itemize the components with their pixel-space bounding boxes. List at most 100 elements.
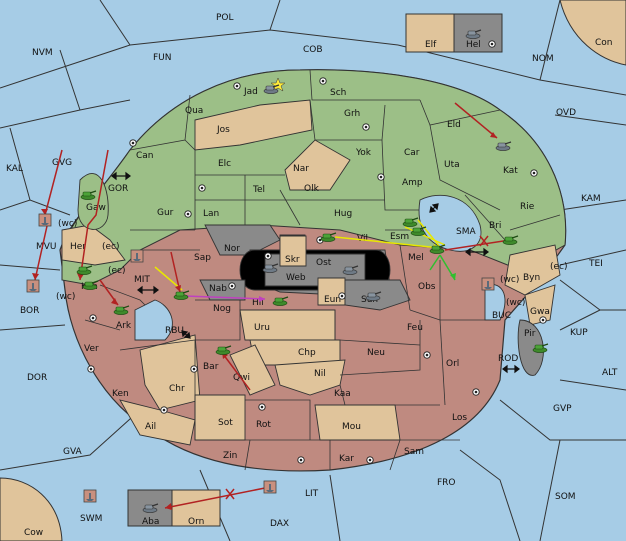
sea-labels: POL FUN COB NVM NOM OVD KAL GVG KAM TEI … — [6, 13, 618, 529]
territory-shapes — [61, 99, 561, 446]
territory-label: Olk — [304, 184, 320, 194]
sea-label: MIT — [134, 275, 150, 285]
territory-label: Cow — [24, 528, 43, 538]
coast-label: (wc) — [58, 219, 77, 229]
territory-label: Jos — [216, 125, 230, 135]
sea-label: GVG — [52, 158, 72, 168]
sea-label: NOM — [532, 54, 554, 64]
sea-label: POL — [216, 13, 234, 23]
territory-label: Gaw — [86, 203, 106, 213]
territory-label: Pir — [524, 329, 536, 339]
territory-label: Sap — [194, 253, 211, 263]
territory-label: Sch — [330, 88, 346, 98]
sea-label: TEI — [588, 259, 603, 269]
territory-label: Obs — [418, 282, 436, 292]
territory-label: Elf — [425, 40, 437, 50]
territory-label: Amp — [402, 178, 423, 188]
coast-label: (wc) — [500, 275, 519, 285]
territory-label: Car — [404, 148, 420, 158]
territory-label: Mel — [408, 253, 424, 263]
territory-label: Chr — [169, 384, 185, 394]
coast-label: (wc) — [506, 298, 525, 308]
sea-label: OVD — [556, 108, 576, 118]
sea-label: BOR — [20, 306, 39, 316]
sea-label: SWM — [80, 514, 102, 524]
coast-label: (wc) — [56, 292, 75, 302]
territory-label: Aba — [142, 517, 159, 527]
sea-label: GOR — [108, 184, 128, 194]
territory-label: Nil — [314, 369, 326, 379]
territory-label: Vil — [357, 234, 368, 244]
territory-label: Ver — [84, 344, 99, 354]
territory-label: Gwa — [530, 307, 550, 317]
sea-label: BUC — [492, 311, 511, 321]
territory-label: Neu — [367, 348, 385, 358]
sea-label: ALT — [602, 368, 618, 378]
territory-label: Kat — [503, 166, 518, 176]
territory-label: Sot — [218, 418, 233, 428]
sea-label: KAL — [6, 164, 23, 174]
territory-label: Rot — [256, 420, 271, 430]
sea-label: DAX — [270, 519, 289, 529]
sea-label: SOM — [555, 492, 576, 502]
territory-label: Jad — [243, 87, 258, 97]
territory-label: Rie — [520, 202, 535, 212]
territory-label: Bri — [489, 221, 501, 231]
territory-label: Ark — [116, 321, 132, 331]
territory-label: Elc — [218, 159, 231, 169]
territory-label: Nab — [209, 284, 227, 294]
territory-label: Feu — [407, 323, 423, 333]
territory-label: Orl — [446, 359, 459, 369]
territory-label: Gur — [157, 208, 174, 218]
territory-label: Yok — [355, 148, 372, 158]
sea-label: NVM — [32, 48, 53, 58]
territory-label: Byn — [523, 273, 540, 283]
coast-labels: (wc) (ec) (ec) (wc) (wc) (ec) (wc) — [56, 219, 568, 308]
strait-arrows — [111, 171, 520, 374]
territory-label: Sam — [404, 447, 424, 457]
sea-label: COB — [303, 45, 323, 55]
territory-label: Con — [595, 38, 613, 48]
territory-label: Skr — [285, 255, 300, 265]
territory-label: Hil — [252, 298, 264, 308]
territory-label: Hel — [466, 40, 481, 50]
territory-label: Nar — [293, 164, 309, 174]
sea-label: ROD — [498, 354, 518, 364]
sea-label: FRO — [437, 478, 456, 488]
coast-label: (ec) — [550, 262, 568, 272]
territory-label: Eun — [324, 295, 341, 305]
territory-label: Grh — [344, 109, 360, 119]
territory-label: Ken — [112, 389, 129, 399]
territory-label: Zin — [223, 451, 237, 461]
sea-label: GVP — [553, 404, 572, 414]
sea-label: FUN — [153, 53, 172, 63]
sea-label: KAM — [581, 194, 601, 204]
territory-label: Tel — [252, 185, 265, 195]
sea-label: KUP — [570, 328, 588, 338]
territory-label: Ost — [316, 258, 332, 268]
territory-label: Los — [452, 413, 467, 423]
sea-label: MVU — [36, 242, 57, 252]
territory-label: Web — [286, 273, 306, 283]
coast-label: (ec) — [102, 242, 120, 252]
territory-label: Esm — [390, 232, 409, 242]
sea-label: GVA — [63, 447, 83, 457]
star-icon — [270, 77, 286, 92]
coast-label: (ec) — [108, 266, 126, 276]
territory-label: Kar — [339, 454, 354, 464]
territory-label: Chp — [298, 348, 316, 358]
sea-label: RBU — [165, 326, 184, 336]
territory-label: Mou — [342, 422, 361, 432]
territory-label: Uta — [444, 160, 460, 170]
sea-label: DOR — [27, 373, 47, 383]
territory-label: Lan — [203, 209, 219, 219]
territory-label: Orn — [188, 517, 204, 527]
territory-label: Can — [136, 151, 154, 161]
territory-label: Ail — [145, 422, 156, 432]
territory-label: Qua — [185, 106, 203, 116]
territory-label: Eld — [447, 120, 461, 130]
territory-label: Uru — [254, 323, 270, 333]
sea-label: LIT — [305, 489, 319, 499]
territory-label: Bar — [203, 362, 219, 372]
